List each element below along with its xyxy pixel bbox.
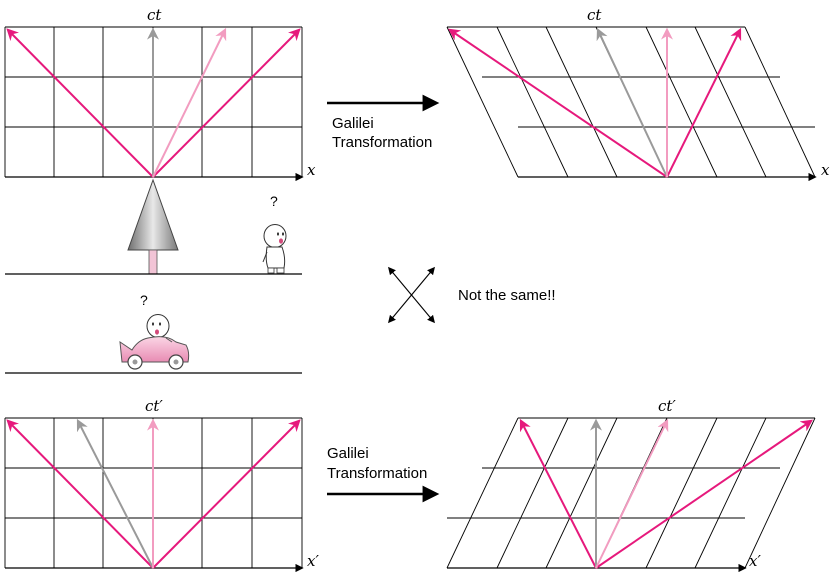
transform-bottom: Galilei Transformation: [327, 445, 436, 494]
scene-car: ?: [5, 292, 302, 373]
transform-label-line1: Galilei: [332, 115, 374, 132]
ct-prime-axis-label: ct′: [145, 397, 163, 415]
panel-bottom-left: ct′ x′: [5, 397, 319, 570]
panel-bottom-right: ct′ x′: [447, 397, 815, 570]
grid: [447, 418, 815, 568]
still-observer-worldline: [78, 421, 153, 568]
x-prime-axis-label: x′: [307, 552, 319, 570]
light-ray-right: [153, 421, 299, 568]
x-axis-label: x: [307, 161, 316, 179]
comparison: Not the same!!: [389, 268, 556, 322]
light-ray-right: [153, 30, 299, 177]
ct-axis-label: ct: [587, 6, 602, 24]
transform-label-line1: Galilei: [327, 445, 369, 462]
x-axis-label: x: [821, 161, 830, 179]
x-prime-axis-label: x′: [749, 552, 761, 570]
light-ray-left: [8, 30, 153, 177]
light-ray-right: [667, 30, 740, 177]
scene-standing: ?: [5, 180, 302, 274]
transform-label-line2: Transformation: [327, 465, 427, 482]
question-mark-car: ?: [140, 292, 148, 308]
transform-label-line2: Transformation: [332, 134, 432, 151]
ct-prime-axis-label: ct′: [658, 397, 676, 415]
still-observer-worldline: [598, 30, 667, 177]
light-ray-left: [450, 30, 667, 177]
light-ray-left: [8, 421, 153, 568]
ct-axis-label: ct: [147, 6, 162, 24]
question-mark-standing: ?: [270, 193, 278, 209]
person-icon: [263, 225, 286, 274]
tree-icon: [128, 180, 178, 274]
panel-top-left: ct x: [5, 6, 316, 179]
cross-arrows-icon: [389, 268, 434, 322]
moving-observer-worldline: [153, 30, 225, 177]
panel-top-right: ct x: [447, 6, 830, 179]
car-icon: [120, 315, 189, 370]
light-ray-right: [596, 421, 811, 568]
not-the-same-label: Not the same!!: [458, 287, 556, 304]
transform-top: Galilei Transformation: [327, 103, 436, 151]
